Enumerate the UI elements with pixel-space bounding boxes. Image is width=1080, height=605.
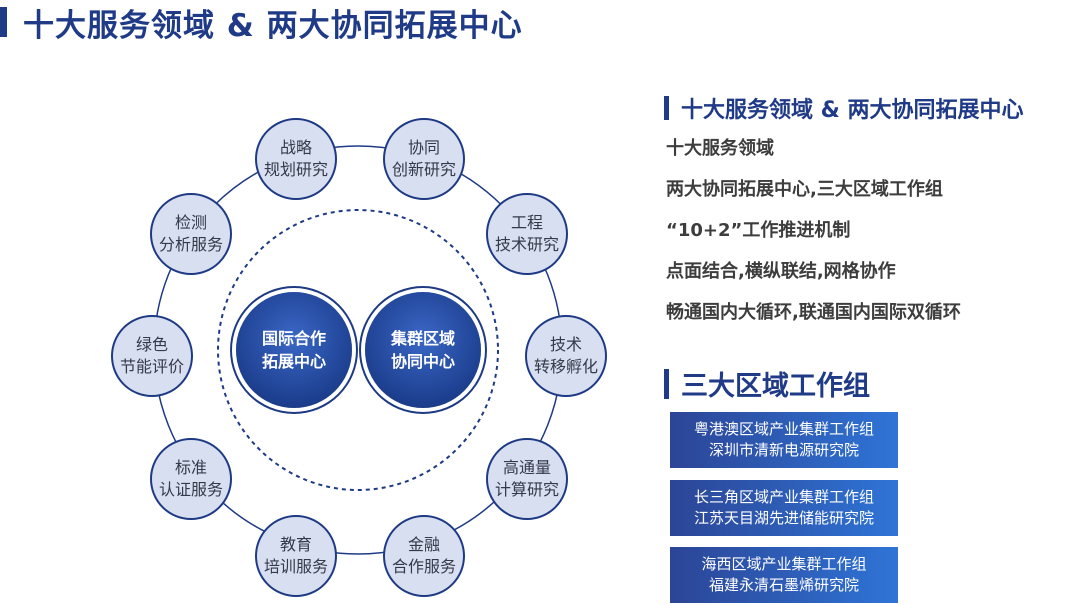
service-node-strategy: 战略 规划研究 bbox=[255, 118, 337, 200]
group-box-gba: 粤港澳区域产业集群工作组 深圳市清新电源研究院 bbox=[670, 412, 898, 468]
center-line1: 国际合作 bbox=[261, 329, 326, 348]
groups-heading-text: 三大区域工作组 bbox=[681, 371, 870, 402]
feature-item: 畅通国内大循环,联通国内国际双循环 bbox=[666, 302, 961, 323]
node-line2: 分析服务 bbox=[158, 235, 223, 254]
feature-item: 两大协同拓展中心,三大区域工作组 bbox=[666, 179, 943, 200]
node-line2: 培训服务 bbox=[263, 557, 328, 576]
node-line2: 转移孵化 bbox=[533, 357, 598, 376]
node-line1: 战略 bbox=[279, 138, 312, 157]
center-line2: 协同中心 bbox=[390, 352, 455, 371]
service-node-engineering: 工程 技术研究 bbox=[486, 193, 568, 275]
group-name: 长三角区域产业集群工作组 bbox=[693, 488, 874, 506]
center-line1: 集群区域 bbox=[390, 329, 455, 348]
node-line1: 检测 bbox=[174, 213, 207, 232]
node-line2: 技术研究 bbox=[494, 235, 559, 254]
node-line2: 计算研究 bbox=[494, 480, 559, 499]
node-line1: 金融 bbox=[407, 535, 440, 554]
service-node-computing: 高通量 计算研究 bbox=[486, 438, 568, 520]
service-node-standards: 标准 认证服务 bbox=[150, 438, 232, 520]
feature-item: “10+2”工作推进机制 bbox=[666, 220, 851, 241]
group-name: 海西区域产业集群工作组 bbox=[701, 555, 867, 573]
node-line1: 工程 bbox=[510, 213, 543, 232]
feature-item: 点面结合,横纵联结,网格协作 bbox=[666, 261, 896, 282]
groups-heading: 三大区域工作组 bbox=[664, 364, 870, 403]
node-line2: 认证服务 bbox=[158, 480, 223, 499]
node-line2: 合作服务 bbox=[391, 557, 456, 576]
feature-item: 十大服务领域 bbox=[666, 138, 774, 159]
center-line2: 拓展中心 bbox=[261, 352, 326, 371]
node-line2: 创新研究 bbox=[391, 160, 456, 179]
service-node-tech-transfer: 技术 转移孵化 bbox=[525, 315, 607, 397]
panel-heading-text: 十大服务领域 & 两大协同拓展中心 bbox=[681, 98, 1024, 123]
page-title-text: 十大服务领域 & 两大协同拓展中心 bbox=[23, 7, 523, 44]
group-institute: 江苏天目湖先进储能研究院 bbox=[693, 509, 874, 527]
node-line1: 协同 bbox=[407, 138, 440, 157]
service-node-innovation: 协同 创新研究 bbox=[383, 118, 465, 200]
feature-list: 十大服务领域 两大协同拓展中心,三大区域工作组 “10+2”工作推进机制 点面结… bbox=[666, 137, 961, 342]
service-node-finance: 金融 合作服务 bbox=[383, 515, 465, 597]
group-institute: 深圳市清新电源研究院 bbox=[708, 441, 859, 459]
panel-heading: 十大服务领域 & 两大协同拓展中心 bbox=[664, 92, 1024, 124]
inner-dashed-ring bbox=[217, 209, 499, 491]
group-name: 粤港澳区域产业集群工作组 bbox=[693, 420, 874, 438]
node-line1: 技术 bbox=[549, 335, 582, 354]
group-institute: 福建永清石墨烯研究院 bbox=[708, 576, 859, 594]
service-node-green: 绿色 节能评价 bbox=[111, 315, 193, 397]
center-international-cooperation: 国际合作 拓展中心 bbox=[236, 292, 352, 408]
node-line1: 高通量 bbox=[502, 458, 551, 477]
node-line2: 节能评价 bbox=[119, 357, 184, 376]
service-node-education: 教育 培训服务 bbox=[255, 515, 337, 597]
node-line2: 规划研究 bbox=[263, 160, 328, 179]
title-accent-bar bbox=[0, 7, 7, 37]
service-node-testing: 检测 分析服务 bbox=[150, 193, 232, 275]
node-line1: 教育 bbox=[279, 535, 312, 554]
heading-accent-bar bbox=[664, 368, 669, 399]
group-box-haixi: 海西区域产业集群工作组 福建永清石墨烯研究院 bbox=[670, 547, 898, 603]
node-line1: 绿色 bbox=[135, 335, 168, 354]
node-line1: 标准 bbox=[174, 458, 207, 477]
page-title: 十大服务领域 & 两大协同拓展中心 bbox=[0, 2, 523, 44]
center-cluster-collaboration: 集群区域 协同中心 bbox=[365, 292, 481, 408]
group-box-yrd: 长三角区域产业集群工作组 江苏天目湖先进储能研究院 bbox=[670, 480, 898, 536]
heading-accent-bar bbox=[664, 96, 669, 120]
